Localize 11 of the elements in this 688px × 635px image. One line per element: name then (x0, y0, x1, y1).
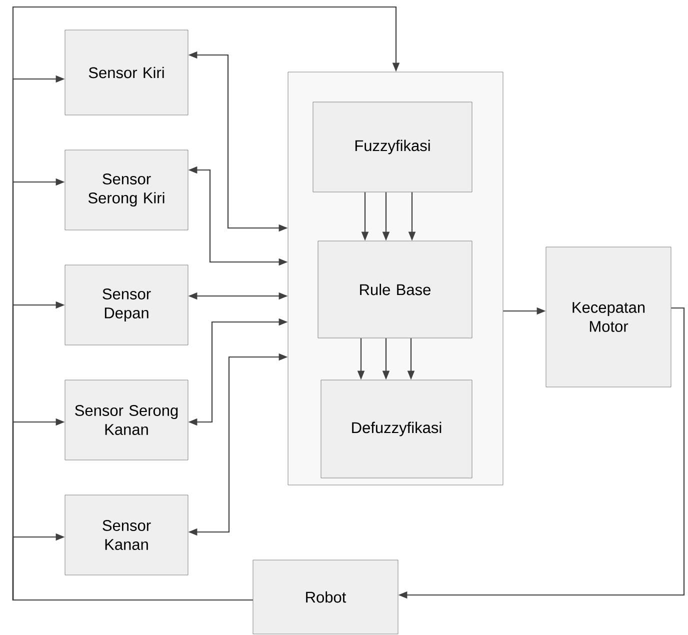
sensor-box: Sensor Depan (64, 264, 188, 346)
arrow (12, 6, 400, 601)
process-box: Defuzzyfikasi (320, 380, 472, 478)
output-box: Kecepatan Motor (546, 246, 672, 388)
robot-box: Robot (252, 560, 398, 634)
sensor-box: Sensor Serong Kanan (64, 380, 188, 460)
process-box: Fuzzyfikasi (312, 102, 472, 192)
sensor-box: Sensor Serong Kiri (64, 150, 188, 230)
sensor-box: Sensor Kiri (64, 30, 188, 116)
sensor-box: Sensor Kanan (64, 494, 188, 576)
process-box: Rule Base (318, 240, 472, 338)
